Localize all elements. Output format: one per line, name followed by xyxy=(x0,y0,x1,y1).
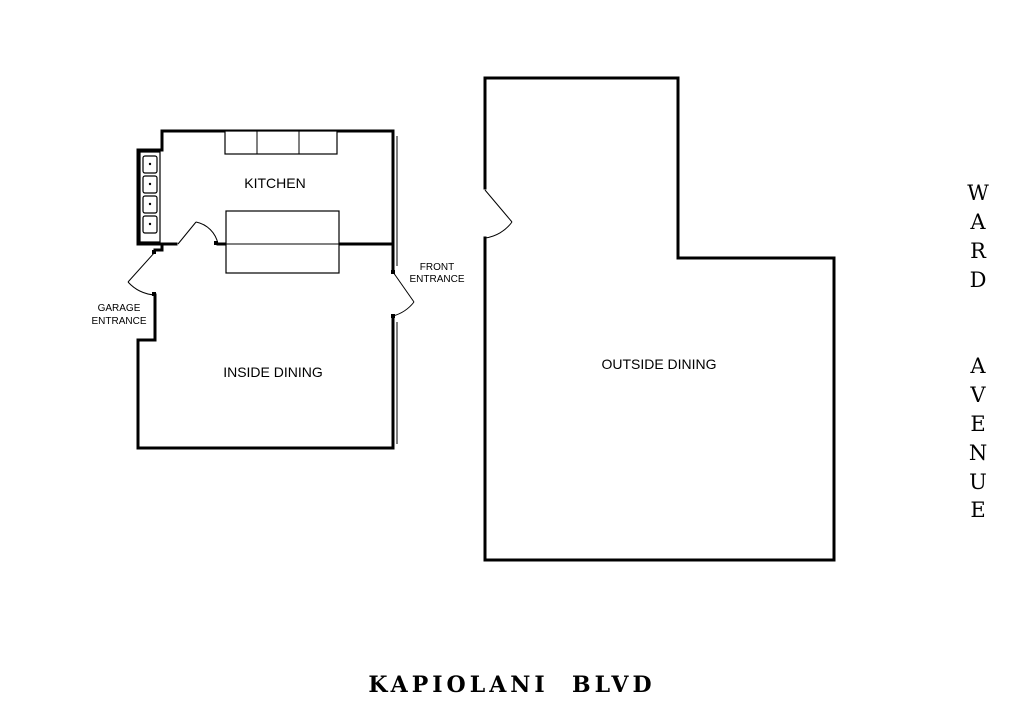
avenue-letter-6: E xyxy=(970,498,985,522)
kitchen-island xyxy=(225,210,340,274)
avenue-letter-1: A xyxy=(969,354,986,378)
garage-entrance-label-line1: GARAGE xyxy=(98,303,141,314)
garage-door xyxy=(127,250,156,296)
sink-units xyxy=(139,151,161,243)
ward-letter-3: R xyxy=(970,239,987,263)
ward-letter-1: W xyxy=(967,181,989,205)
main-building xyxy=(127,129,415,450)
avenue-letter-2: V xyxy=(969,383,986,407)
kitchen-label: KITCHEN xyxy=(244,175,305,191)
avenue-letter-3: E xyxy=(970,412,985,436)
kitchen-door xyxy=(177,221,219,245)
avenue-letter-4: N xyxy=(969,441,987,465)
avenue-letter-5: U xyxy=(969,470,987,494)
garage-entrance-label-line2: ENTRANCE xyxy=(91,316,146,327)
upper-counter xyxy=(224,130,338,155)
ward-letter-4: D xyxy=(970,268,987,292)
kapiolani-blvd-label: KAPIOLANI BLVD xyxy=(368,672,655,698)
outside-dining-door xyxy=(484,189,513,239)
ward-letter-2: A xyxy=(969,210,986,234)
front-entrance-label-line2: ENTRANCE xyxy=(409,274,464,285)
ward-avenue-label: W A R D A V E N U E xyxy=(967,181,989,522)
inside-dining-label: INSIDE DINING xyxy=(223,364,323,380)
outside-dining-area xyxy=(483,76,836,562)
outside-dining-outline xyxy=(483,76,836,562)
front-door xyxy=(391,270,415,318)
front-entrance-label-line1: FRONT xyxy=(420,262,454,273)
outside-dining-label: OUTSIDE DINING xyxy=(601,356,716,372)
